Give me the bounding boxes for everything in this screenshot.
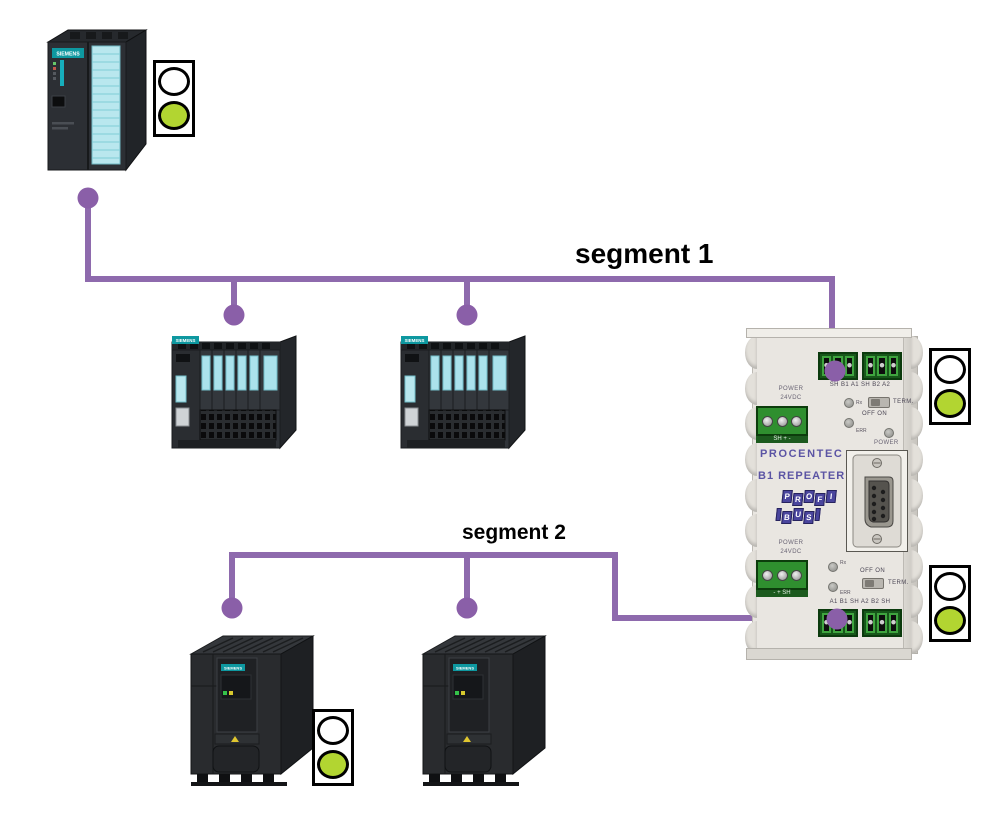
segment1-tap-plc	[77, 187, 99, 209]
io1-modules	[199, 349, 281, 411]
io1-brand-text: SIEMENS	[176, 338, 196, 343]
segment2-tap-drive2	[456, 597, 478, 619]
repeater-right-scallops	[911, 336, 923, 654]
io1-brand-plate	[172, 336, 199, 344]
repeater-bottom-rx-label: Rx	[840, 560, 847, 566]
repeater-top-terminal-labels: SH B1 A1 SH B2 A2	[829, 382, 891, 388]
repeater-top-power-label: POWER	[778, 386, 804, 392]
segment1-label: segment 1	[575, 238, 714, 269]
white-lamp	[317, 716, 349, 746]
drive1-brand-text: SIEMENS	[224, 665, 242, 670]
repeater-brand: PROCENTEC	[760, 448, 844, 460]
green-lamp	[158, 100, 190, 130]
repeater-bottom-terminal-labels: A1 B1 SH A2 B2 SH	[829, 599, 891, 605]
segment2-label: segment 2	[462, 521, 566, 544]
repeater-top-rx-label: Rx	[856, 400, 863, 406]
repeater-terminal-ch2-top	[862, 352, 902, 380]
segment2-link-repeater	[612, 615, 839, 621]
segment1-trunk	[85, 276, 835, 282]
repeater-bottom-power-pins: - + SH	[756, 590, 808, 597]
io2-terminal-field	[428, 409, 506, 441]
drive2-display	[452, 674, 484, 700]
segment1-tap-io1	[223, 304, 245, 326]
io-station-2: SIEMENS	[400, 335, 526, 450]
drive1-warning-icon	[231, 736, 239, 742]
repeater-top-err-led	[844, 418, 854, 428]
drive2-brand-text: SIEMENS	[456, 665, 474, 670]
io-station-1: SIEMENS	[171, 335, 297, 450]
repeater-top-term-switch	[868, 397, 890, 408]
segment1-tap-repeater-overlay	[824, 360, 846, 382]
segment2-drop-drive1	[229, 552, 235, 608]
drive1-brand-plate	[221, 664, 245, 671]
plc-brand-plate	[52, 48, 84, 58]
repeater-top-power-connector	[756, 406, 808, 436]
segment1-drop-io2	[464, 276, 470, 316]
repeater-bottom-onoff-label: OFF ON	[860, 568, 886, 574]
io1-terminal-field	[199, 409, 277, 441]
repeater-bottom-err-led	[828, 582, 838, 592]
segment1-tap-io2	[456, 304, 478, 326]
segment2-drop-drive2	[464, 552, 470, 608]
segment1-drop-io1	[231, 276, 237, 316]
plc-status-indicator	[153, 60, 195, 137]
white-lamp	[158, 67, 190, 97]
plc-brand-text: SIEMENS	[56, 52, 80, 58]
repeater-top-onoff-label: OFF ON	[862, 411, 888, 417]
repeater-top-power-pins: SH + -	[756, 436, 808, 443]
repeater-power-led-label: POWER	[874, 440, 899, 446]
io2-brand-text: SIEMENS	[405, 338, 425, 343]
repeater-db9-panel	[846, 450, 908, 552]
repeater-model: B1 REPEATER	[758, 470, 846, 482]
plc-device: SIEMENS	[46, 29, 148, 172]
repeater-top-rx-led	[844, 398, 854, 408]
drive1-status-indicator	[312, 709, 354, 786]
segment1-drop-plc	[85, 198, 91, 281]
green-lamp	[934, 388, 966, 418]
drive1-display	[220, 674, 252, 700]
plc-mode-switch	[60, 60, 64, 86]
segment2-tap-repeater-overlay	[826, 608, 848, 630]
segment2-riser	[612, 552, 618, 621]
repeater-bottom-voltage-label: 24VDC	[780, 549, 802, 555]
plc-mpi-port	[51, 95, 66, 108]
io2-brand-plate	[401, 336, 428, 344]
repeater-bottom-err-label: ERR	[840, 590, 851, 596]
drive-1: SIEMENS	[189, 635, 315, 786]
white-lamp	[934, 572, 966, 602]
repeater-bottom-rx-led	[828, 562, 838, 572]
repeater-terminal-ch2-bottom	[862, 609, 902, 637]
drive2-warning-icon	[463, 736, 471, 742]
drive2-brand-plate	[453, 664, 477, 671]
repeater-left-scallops	[745, 336, 757, 654]
repeater-segment2-indicator	[929, 565, 971, 642]
repeater-bottom-power-connector	[756, 560, 808, 590]
green-lamp	[317, 749, 349, 779]
drive-2: SIEMENS	[421, 635, 547, 786]
white-lamp	[934, 355, 966, 385]
io2-modules	[428, 349, 510, 411]
segment1-drop-repeater	[829, 276, 835, 372]
b1-repeater-device: SH B1 A1 SH B2 A2 POWER 24VDC SH + - Rx …	[744, 328, 924, 662]
repeater-top-err-label: ERR	[856, 428, 867, 434]
repeater-top-term-label: TERM.	[893, 399, 914, 405]
segment2-tap-drive1	[221, 597, 243, 619]
db9-connector	[852, 454, 902, 548]
repeater-bottom-power-label: POWER	[778, 540, 804, 546]
segment2-trunk	[229, 552, 618, 558]
repeater-bottom-term-switch	[862, 578, 884, 589]
green-lamp	[934, 605, 966, 635]
repeater-top-cap	[746, 328, 912, 338]
plc-label-strip	[91, 45, 121, 165]
repeater-bottom-term-label: TERM.	[888, 580, 909, 586]
repeater-power-led	[884, 428, 894, 438]
repeater-top-voltage-label: 24VDC	[780, 395, 802, 401]
repeater-bottom-cap	[746, 648, 912, 660]
repeater-segment1-indicator	[929, 348, 971, 425]
